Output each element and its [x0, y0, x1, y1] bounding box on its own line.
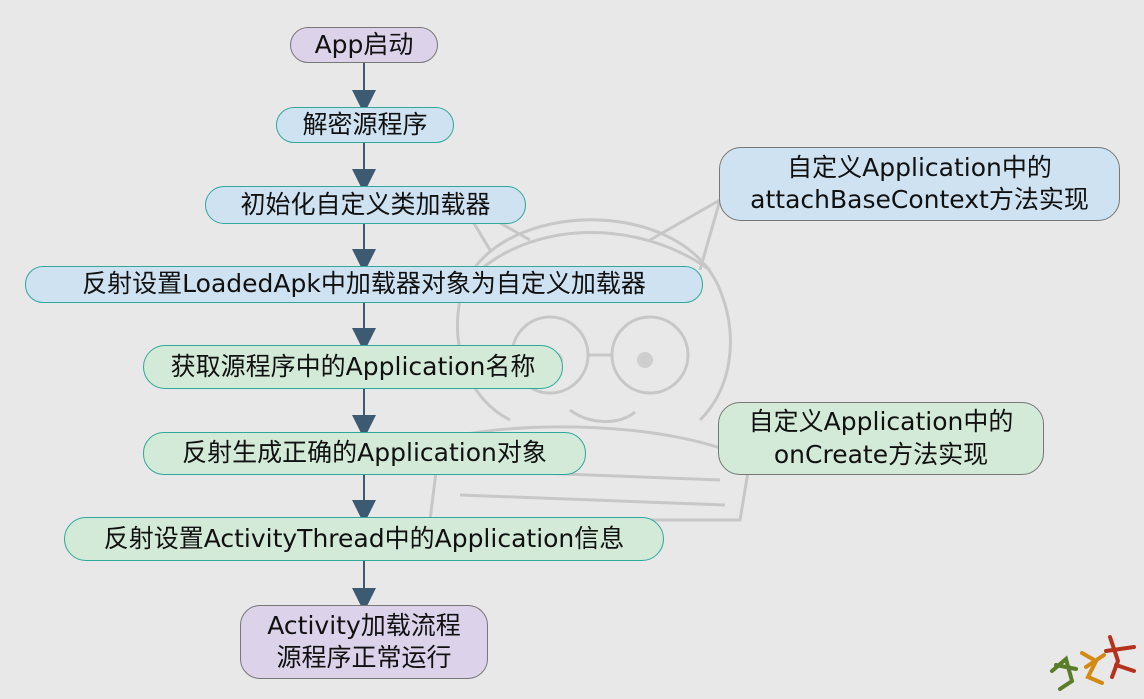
final-line-1: Activity加载流程: [267, 610, 461, 640]
flow-step-activity-load: Activity加载流程 源程序正常运行: [240, 605, 488, 679]
side-note-attachbasecontext: 自定义Application中的 attachBaseContext方法实现: [719, 147, 1120, 221]
flow-step-app-start: App启动: [290, 27, 438, 63]
side-note-2-line-2: onCreate方法实现: [773, 439, 989, 469]
side-note-2-line-1: 自定义Application中的: [748, 407, 1014, 436]
flow-step-get-application-name: 获取源程序中的Application名称: [143, 345, 563, 389]
side-note-1-line-2: attachBaseContext方法实现: [750, 185, 1089, 214]
signature-stamp: [1050, 635, 1136, 691]
flow-step-decrypt-source: 解密源程序: [276, 107, 454, 143]
flow-step-init-classloader: 初始化自定义类加载器: [205, 186, 526, 224]
final-line-2: 源程序正常运行: [276, 643, 452, 672]
flow-step-reflect-activitythread: 反射设置ActivityThread中的Application信息: [64, 517, 664, 561]
flow-step-reflect-loadedapk: 反射设置LoadedApk中加载器对象为自定义加载器: [25, 266, 703, 303]
side-note-1-line-1: 自定义Application中的: [787, 152, 1052, 182]
flow-step-create-application: 反射生成正确的Application对象: [143, 432, 586, 475]
side-note-oncreate: 自定义Application中的 onCreate方法实现: [718, 402, 1044, 475]
